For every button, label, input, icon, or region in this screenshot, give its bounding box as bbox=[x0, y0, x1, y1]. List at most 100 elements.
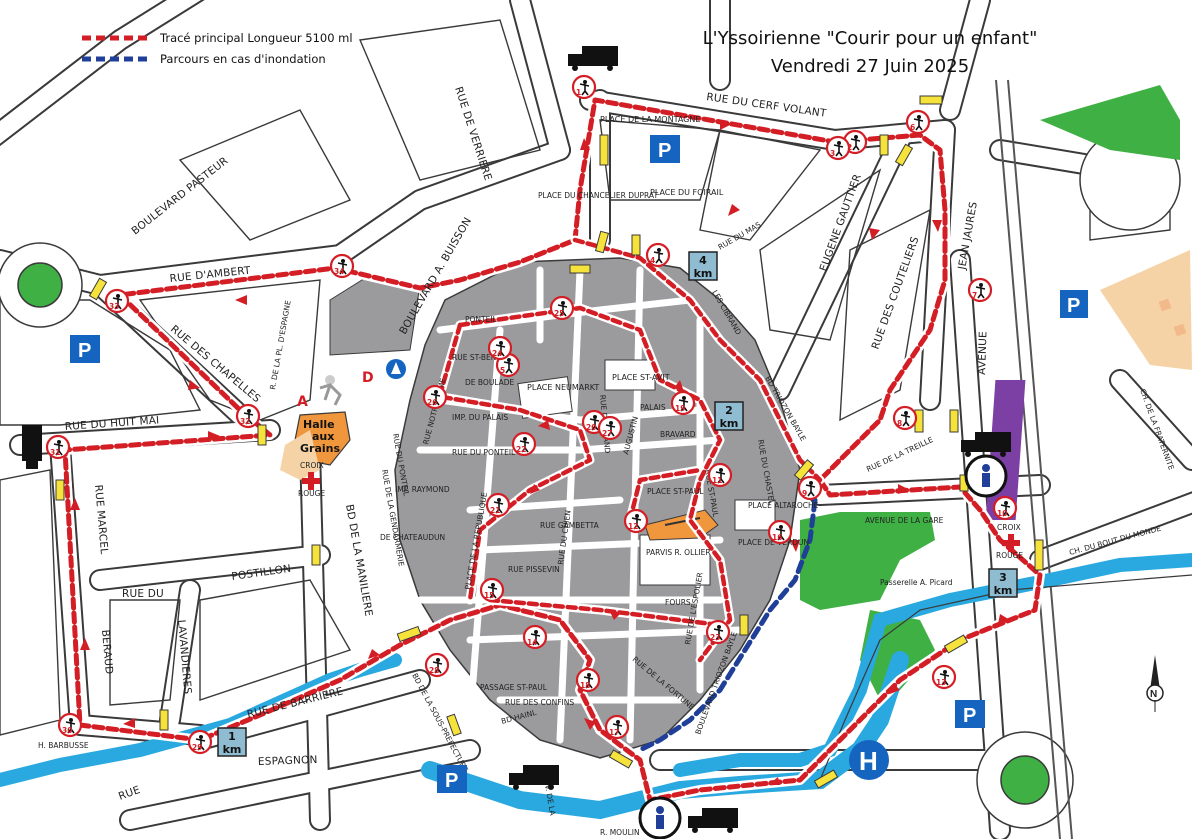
street-label: PLACE NEUMARKT bbox=[527, 383, 599, 392]
barrier bbox=[446, 713, 462, 737]
police-icons bbox=[638, 454, 1008, 839]
checkpoint-number: 23 bbox=[710, 633, 720, 642]
checkpoint-31: 31 bbox=[45, 434, 71, 460]
street-label: RUE DU bbox=[122, 588, 164, 600]
checkpoint-number: 8 bbox=[897, 419, 902, 428]
street-label: AVENUE DE LA GARE bbox=[865, 516, 944, 525]
route-arrow bbox=[70, 498, 80, 510]
main-route bbox=[60, 95, 1045, 805]
street-label: RUE DE VERRIERE bbox=[452, 85, 494, 182]
croix-rouge-east: CROIX ROUGE bbox=[996, 523, 1023, 560]
checkpoints: 1234567891011121314151617181920212223242… bbox=[45, 74, 1018, 755]
svg-text:H: H bbox=[859, 746, 878, 776]
police-officer-icon bbox=[964, 454, 1008, 498]
checkpoint-3: 3 bbox=[825, 135, 851, 161]
barrier bbox=[943, 634, 969, 654]
street-label: JEAN JAURES bbox=[956, 201, 980, 272]
checkpoint-number: 12 bbox=[628, 522, 638, 531]
street-label: PONTEIL bbox=[465, 315, 498, 324]
truck-icon bbox=[961, 432, 1011, 457]
checkpoint-18: 18 bbox=[575, 667, 601, 693]
svg-text:CROIX: CROIX bbox=[300, 461, 324, 470]
barrier bbox=[813, 769, 839, 789]
checkpoint-30: 30 bbox=[57, 712, 83, 738]
truck-icon bbox=[509, 765, 559, 790]
hospital-icon: H bbox=[849, 740, 889, 780]
parking-signs: P P P P P bbox=[70, 135, 1088, 793]
checkpoint-number: 3 bbox=[830, 149, 835, 158]
km-marker-3: 3km bbox=[988, 568, 1018, 598]
svg-text:aux: aux bbox=[312, 430, 334, 443]
svg-text:P: P bbox=[78, 340, 91, 362]
checkpoint-number: 6 bbox=[910, 123, 915, 132]
checkpoint-29: 29 bbox=[187, 729, 213, 755]
svg-text:Halle: Halle bbox=[303, 418, 335, 431]
route-arrow bbox=[368, 649, 380, 659]
truck-icon bbox=[22, 425, 42, 469]
km-marker-unit: km bbox=[223, 743, 242, 756]
truck-icons bbox=[22, 46, 1011, 833]
route-arrow bbox=[998, 614, 1010, 624]
street-label: BOULEVARD PASTEUR bbox=[129, 155, 230, 238]
checkpoint-6: 6 bbox=[905, 109, 931, 135]
street-label: IMP. DU PALAIS bbox=[452, 413, 508, 422]
street-label: PARVIS R. OLLIER bbox=[646, 548, 711, 557]
svg-text:ROUGE: ROUGE bbox=[996, 551, 1023, 560]
barrier bbox=[594, 230, 610, 254]
route-arrows bbox=[70, 120, 1010, 785]
start-marker-icon bbox=[386, 359, 406, 379]
checkpoint-number: 11 bbox=[712, 476, 722, 485]
title-line2: Vendredi 27 Juin 2025 bbox=[771, 56, 969, 77]
checkpoint-number: 31 bbox=[50, 448, 60, 457]
checkpoint-number: 15 bbox=[484, 591, 494, 600]
park-north-east bbox=[1040, 85, 1180, 160]
street-label: PLACE DU FOIRAIL bbox=[650, 188, 724, 197]
legend-main-route: Tracé principal Longueur 5100 ml bbox=[82, 31, 353, 45]
barrier bbox=[311, 544, 321, 566]
checkpoint-number: 5 bbox=[500, 366, 505, 375]
street-label: PLACE DU CHANCELIER DUPRAT bbox=[538, 191, 658, 200]
street-label: RUE DE LA TREILLE bbox=[865, 435, 935, 474]
truck-icon bbox=[688, 808, 738, 833]
km-marker-number: 3 bbox=[999, 571, 1007, 584]
checkpoint-26: 26 bbox=[422, 384, 448, 410]
street-label: DE BOULADE bbox=[465, 378, 515, 387]
street-label: PLACE ST-AVIT bbox=[612, 373, 670, 382]
checkpoint-number: 14 bbox=[527, 638, 537, 647]
route-arrow bbox=[890, 684, 900, 694]
legend: Tracé principal Longueur 5100 ml Parcour… bbox=[82, 31, 353, 66]
checkpoint-number: 34 bbox=[334, 267, 344, 276]
svg-text:CROIX: CROIX bbox=[997, 523, 1021, 532]
checkpoint-number: 30 bbox=[62, 726, 72, 735]
route-arrow bbox=[123, 718, 135, 728]
checkpoint-number: 29 bbox=[192, 743, 202, 752]
street-label: RUE bbox=[117, 784, 142, 803]
checkpoint-number: 7 bbox=[972, 291, 977, 300]
red-cross-icon bbox=[1002, 534, 1020, 552]
checkpoint-4: 4 bbox=[645, 242, 671, 268]
street-label: RUE GAMBETTA bbox=[540, 521, 600, 530]
barrier bbox=[949, 409, 959, 433]
street-label: AVENUE bbox=[976, 331, 990, 375]
km-marker-1: 1km bbox=[217, 727, 247, 757]
checkpoint-8: 8 bbox=[892, 405, 918, 431]
barrier bbox=[55, 479, 65, 501]
finish-label: D bbox=[362, 370, 374, 386]
svg-text:Parcours en cas d'inondation: Parcours en cas d'inondation bbox=[160, 52, 326, 66]
checkpoint-number: 33 bbox=[109, 302, 119, 311]
red-cross-icon bbox=[302, 472, 320, 490]
street-label: H. BARBUSSE bbox=[38, 741, 89, 750]
roundabout-south-east bbox=[976, 731, 1074, 829]
checkpoint-13: 13 bbox=[931, 664, 957, 690]
km-marker-unit: km bbox=[720, 417, 739, 430]
checkpoint-21: 21 bbox=[485, 492, 511, 518]
barrier bbox=[894, 143, 914, 167]
checkpoint-10: 10 bbox=[992, 495, 1018, 521]
route-arrow bbox=[580, 138, 590, 150]
barrier bbox=[257, 424, 267, 446]
street-label: PLACE ALTAROCHE bbox=[748, 501, 819, 510]
barrier bbox=[88, 277, 108, 301]
park-avenue-gare bbox=[800, 512, 935, 610]
checkpoint-number: 17 bbox=[609, 728, 619, 737]
croix-rouge-west: CROIX ROUGE bbox=[298, 461, 325, 498]
